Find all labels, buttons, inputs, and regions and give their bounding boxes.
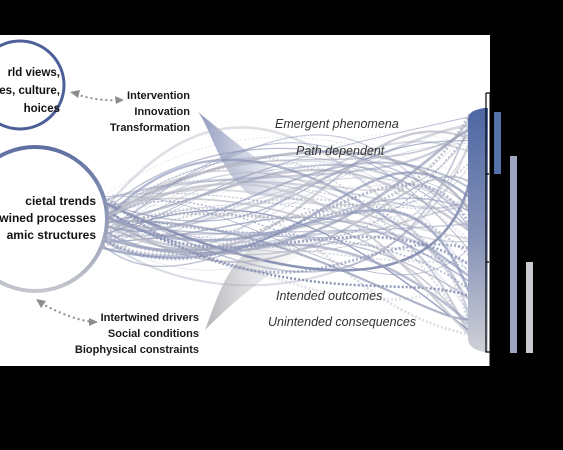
worldview-line-3: hoices [23,103,60,115]
pathway-line [99,212,471,271]
pathway-line [104,163,471,246]
top-funnel-shape [198,112,330,203]
pathway-line [108,165,471,240]
pathway-line [100,136,471,199]
pathway-line [103,140,472,287]
pathway-line [102,163,471,245]
top-arrowhead-right [115,96,124,104]
pathway-line [106,157,471,330]
top-arrowhead-left [70,90,80,98]
label-path-dependent: Path dependent [296,144,385,158]
worldview-line-1: rld views, [7,67,60,79]
pathway-line [104,126,472,302]
pathway-line [109,208,472,295]
pathway-line [96,229,472,325]
bar-light [526,262,533,353]
label-intervention: Intervention [127,90,190,102]
bar-blue [494,112,501,174]
pathway-lines [94,112,472,339]
pathway-line [102,163,471,232]
pathway-line [108,130,471,222]
pathway-line [109,237,471,271]
pathway-line [103,125,471,241]
label-innovation: Innovation [134,106,190,118]
societal-line-2: wined processes [0,211,96,225]
societal-line-1: cietal trends [25,194,96,208]
societal-line-3: amic structures [6,228,96,242]
pathway-line [109,116,471,243]
pathway-line [105,231,471,325]
pathway-line [112,160,471,276]
label-emergent-phenomena: Emergent phenomena [275,117,399,131]
pathway-line [100,207,471,337]
worldview-circle [0,39,66,131]
intervention-label-group: Intervention Innovation Transformation [100,88,190,136]
pathway-line [95,183,471,337]
drivers-label-group: Intertwined drivers Social conditions Bi… [60,310,199,358]
pathway-line [98,115,472,204]
societal-trends-circle [0,145,109,293]
worldview-line-2: es, culture, [0,85,60,97]
pathway-line [97,130,471,251]
societal-circle-text: cietal trends wined processes amic struc… [0,193,96,244]
label-unintended-consequences: Unintended consequences [268,315,417,329]
label-biophysical-constraints: Biophysical constraints [74,344,199,356]
pathway-line [97,163,471,230]
bottom-arrowhead-left [36,299,46,308]
label-social-conditions: Social conditions [107,328,199,340]
pathway-line [112,162,471,214]
scale-bracket [485,92,490,353]
bottom-arrowhead-right [89,318,98,326]
pathway-line [98,171,471,259]
bar-mid [510,156,517,353]
worldview-circle-text: rld views, es, culture, hoices [0,64,60,118]
pathway-line [106,210,471,298]
pathway-line [94,129,471,230]
pathway-line [101,175,471,263]
pathway-line [111,208,471,291]
pathway-line [105,195,471,276]
pathway-line [101,147,471,231]
pathway-line [106,198,471,274]
label-transformation: Transformation [109,122,190,134]
pathway-line [94,203,471,257]
bottom-dotted-arrow [40,302,94,323]
pathway-line [99,222,471,238]
pathway-line [109,142,471,253]
label-intertwined-drivers: Intertwined drivers [100,312,199,324]
top-dotted-arrow [75,93,120,102]
pathway-line [97,134,471,232]
pathway-line [109,225,471,302]
pathway-line [105,112,472,235]
label-intended-outcomes: Intended outcomes [276,289,383,303]
pathway-line [96,197,471,331]
outcome-bar [468,108,488,352]
pathway-line [98,216,471,301]
pathway-line [102,168,471,233]
